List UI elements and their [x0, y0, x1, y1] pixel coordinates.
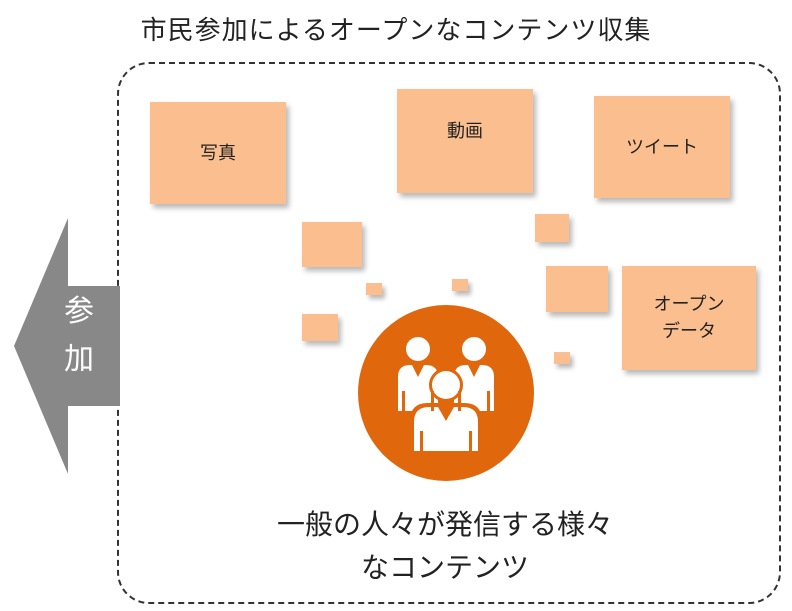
participation-char-2: 加	[64, 342, 94, 377]
photo-label: 写真	[200, 142, 236, 164]
participation-arrow	[14, 218, 120, 474]
tweet-label: ツイート	[626, 136, 698, 158]
people-circle	[358, 305, 534, 481]
caption-line2: なコンテンツ	[360, 551, 529, 584]
open-data-box: オープン データ	[622, 266, 756, 370]
open-data-label-line2: データ	[661, 321, 716, 342]
small-content-square	[546, 266, 608, 312]
group-of-people-icon	[398, 337, 494, 453]
diagram-title: 市民参加によるオープンなコンテンツ収集	[140, 16, 652, 46]
participation-label: 参 加	[52, 288, 106, 384]
caption-line1: 一般の人々が発信する様々	[276, 508, 613, 541]
participation-char-1: 参	[64, 294, 94, 329]
open-data-label-line1: オープン	[653, 294, 725, 315]
diagram-caption: 一般の人々が発信する様々 なコンテンツ	[200, 503, 690, 589]
photo-box: 写真	[150, 102, 286, 204]
small-content-square	[302, 222, 362, 267]
small-content-square	[366, 283, 382, 295]
small-content-square	[554, 352, 570, 364]
small-content-square	[452, 279, 468, 291]
small-content-square	[302, 314, 338, 341]
video-box: 動画	[397, 89, 533, 193]
small-content-square	[535, 214, 569, 242]
tweet-box: ツイート	[594, 96, 730, 198]
video-label: 動画	[447, 120, 483, 142]
